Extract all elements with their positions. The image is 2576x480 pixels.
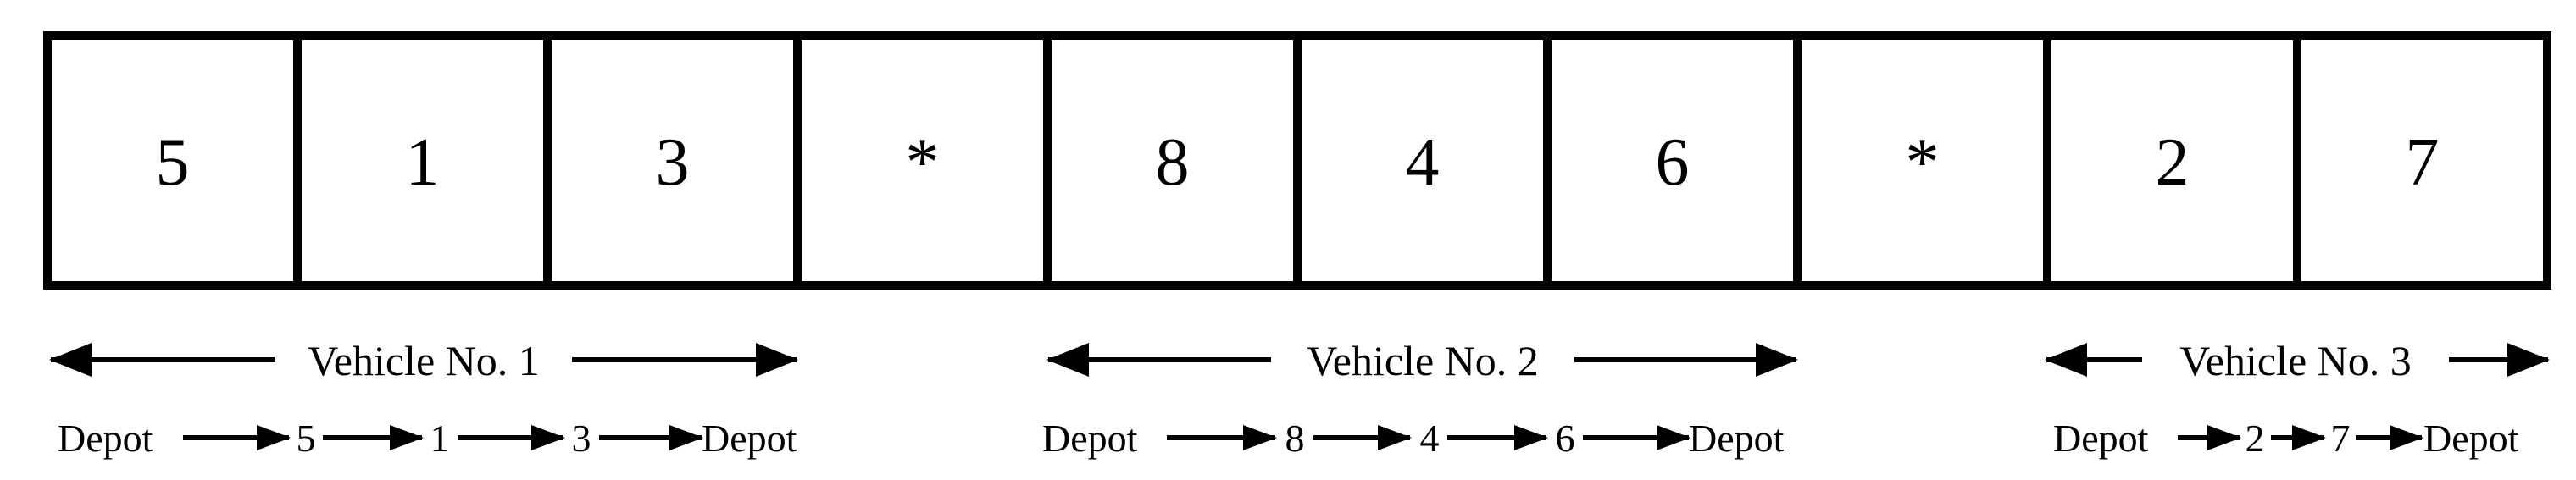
chromosome-cell: 8 <box>1043 31 1302 290</box>
vehicle-label: Vehicle No. 3 <box>2179 337 2412 384</box>
cell-value: * <box>1906 125 1940 200</box>
cell-value: 5 <box>156 125 190 200</box>
chromosome-cell: * <box>793 31 1052 290</box>
cell-value: 3 <box>656 125 690 200</box>
chromosome-cell: 7 <box>2293 31 2551 290</box>
vehicle-group-2: Vehicle No. 2 Depot 8 4 6 Depot <box>1042 337 1798 460</box>
chromosome-strip: 5 1 3 * 8 4 6 * <box>43 31 2551 290</box>
route-stop: Depot <box>1689 417 1785 460</box>
route-stop: 7 <box>2331 417 2351 460</box>
route-stop: Depot <box>702 417 797 460</box>
route-stop: 1 <box>430 417 450 460</box>
chromosome-cell: 4 <box>1293 31 1552 290</box>
vehicle-label: Vehicle No. 2 <box>1307 337 1539 384</box>
route-stop: 8 <box>1285 417 1305 460</box>
cell-value: 8 <box>1156 125 1190 200</box>
route-stop: 3 <box>572 417 591 460</box>
route-stop: 4 <box>1420 417 1440 460</box>
chromosome-cell: 3 <box>543 31 802 290</box>
chromosome-cell: * <box>1793 31 2051 290</box>
chromosome-cell: 1 <box>293 31 552 290</box>
vehicle-label: Vehicle No. 1 <box>308 337 540 384</box>
vehicle-group-3: Vehicle No. 3 Depot 2 7 Depot <box>2045 337 2550 460</box>
route-stop: Depot <box>2423 417 2519 460</box>
chromosome-cell: 6 <box>1543 31 1802 290</box>
cell-value: 4 <box>1406 125 1440 200</box>
route-stop: 6 <box>1556 417 1575 460</box>
cell-value: 2 <box>2156 125 2190 200</box>
cell-value: * <box>906 125 940 200</box>
route-stop: Depot <box>58 417 153 460</box>
route-stop: 5 <box>297 417 316 460</box>
route-stop: Depot <box>2053 417 2149 460</box>
route-stop: 2 <box>2246 417 2265 460</box>
cell-value: 7 <box>2406 125 2440 200</box>
chromosome-cell: 2 <box>2043 31 2301 290</box>
vehicle-group-1: Vehicle No. 1 Depot 5 1 3 Depot <box>49 337 798 460</box>
chromosome-cell: 5 <box>43 31 302 290</box>
route-stop: Depot <box>1042 417 1138 460</box>
cell-value: 1 <box>406 125 440 200</box>
cell-value: 6 <box>1656 125 1690 200</box>
